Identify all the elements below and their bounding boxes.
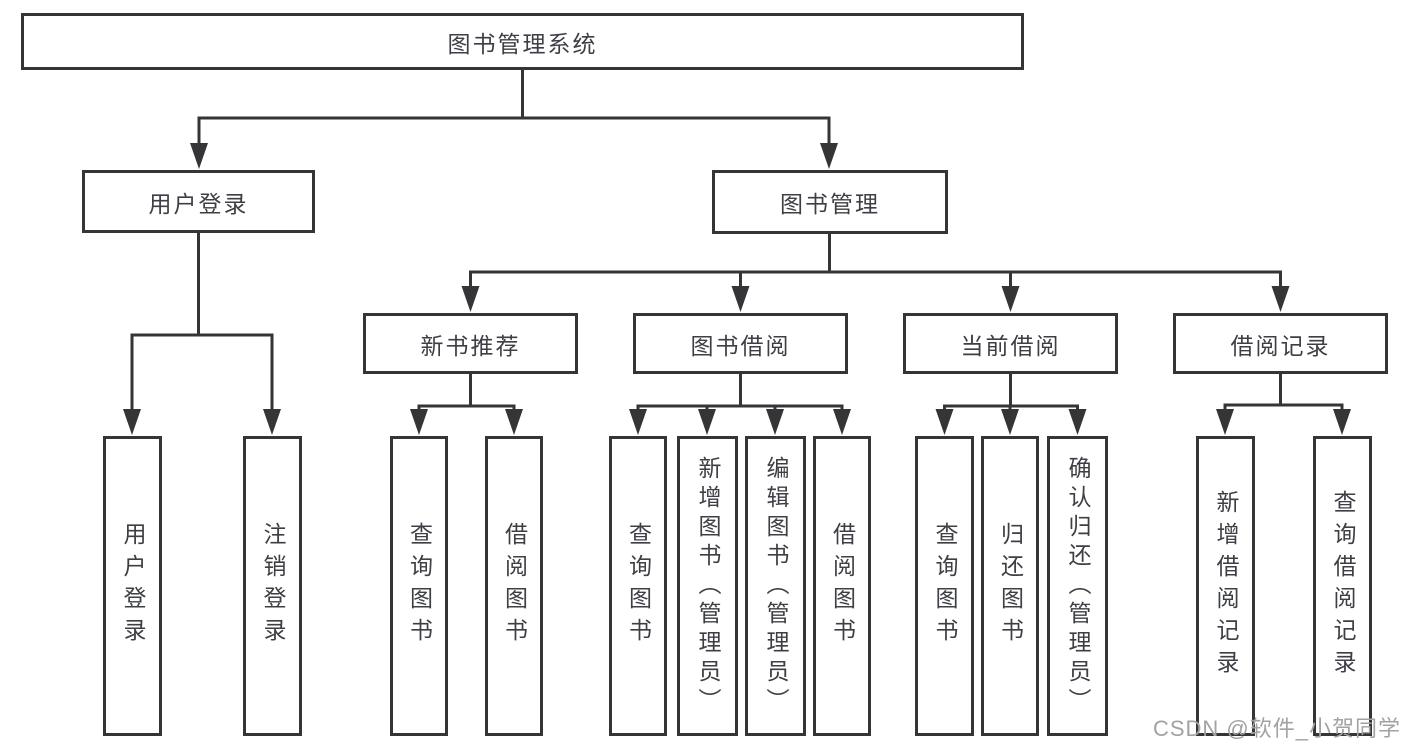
leaf-query-borrow-record: 查询借阅记录 xyxy=(1313,436,1372,736)
node-current-borrowing-label: 当前借阅 xyxy=(960,332,1061,359)
leaf-query-books-borrow-label: 查询图书 xyxy=(625,522,652,650)
node-borrowing-records: 借阅记录 xyxy=(1173,313,1388,374)
leaf-logout: 注销登录 xyxy=(243,436,302,736)
csdn-watermark: CSDN @软件_小贺同学 xyxy=(1152,716,1401,741)
node-user-login: 用户登录 xyxy=(82,170,315,233)
leaf-return-book-label: 归还图书 xyxy=(997,522,1024,650)
leaf-query-books-recommend: 查询图书 xyxy=(390,436,448,736)
node-new-book-recommend-label: 新书推荐 xyxy=(420,332,521,359)
leaf-add-book-admin-label: 新增图书（管理员） xyxy=(695,455,721,717)
leaf-borrow-books-label: 借阅图书 xyxy=(829,522,856,650)
leaf-confirm-return-admin-label: 确认归还（管理员） xyxy=(1065,455,1091,717)
leaf-edit-book-admin-label: 编辑图书（管理员） xyxy=(763,455,789,717)
node-book-borrowing: 图书借阅 xyxy=(633,313,848,374)
edge-records-bar xyxy=(1223,403,1344,413)
edge-root-bar xyxy=(197,116,831,146)
edge-borrowmod-bar xyxy=(636,404,844,414)
leaf-query-books-current: 查询图书 xyxy=(915,436,974,736)
leaf-confirm-return-admin: 确认归还（管理员） xyxy=(1047,436,1108,736)
leaf-borrow-books-recommend: 借阅图书 xyxy=(485,436,543,736)
leaf-borrow-books-recommend-label: 借阅图书 xyxy=(501,522,528,650)
leaf-user-login-label: 用户登录 xyxy=(120,522,146,650)
leaf-borrow-books: 借阅图书 xyxy=(813,436,871,736)
node-current-borrowing: 当前借阅 xyxy=(903,313,1118,374)
edge-bookmgmt-bar xyxy=(469,270,1282,290)
leaf-edit-book-admin: 编辑图书（管理员） xyxy=(745,436,806,736)
node-book-management-system: 图书管理系统 xyxy=(21,13,1024,70)
leaf-user-login: 用户登录 xyxy=(103,436,162,736)
node-book-management-system-label: 图书管理系统 xyxy=(447,30,598,57)
node-book-management-label: 图书管理 xyxy=(780,191,880,217)
edge-recommend-bar xyxy=(417,404,516,414)
leaf-add-borrow-record-label: 新增借阅记录 xyxy=(1213,490,1239,682)
node-borrowing-records-label: 借阅记录 xyxy=(1230,332,1331,359)
leaf-add-book-admin: 新增图书（管理员） xyxy=(677,436,738,736)
edge-userlogin-bar xyxy=(130,333,274,412)
node-user-login-label: 用户登录 xyxy=(148,190,249,217)
leaf-query-books-current-label: 查询图书 xyxy=(932,522,958,650)
leaf-add-borrow-record: 新增借阅记录 xyxy=(1196,436,1255,736)
leaf-query-books-recommend-label: 查询图书 xyxy=(406,522,433,650)
leaf-return-book: 归还图书 xyxy=(981,436,1039,736)
edge-current-bar xyxy=(943,404,1079,414)
leaf-query-books-borrow: 查询图书 xyxy=(609,436,667,736)
node-new-book-recommend: 新书推荐 xyxy=(363,313,578,374)
node-book-management: 图书管理 xyxy=(712,170,948,234)
node-book-borrowing-label: 图书借阅 xyxy=(690,332,791,359)
leaf-query-borrow-record-label: 查询借阅记录 xyxy=(1330,490,1356,682)
leaf-logout-label: 注销登录 xyxy=(260,522,286,650)
